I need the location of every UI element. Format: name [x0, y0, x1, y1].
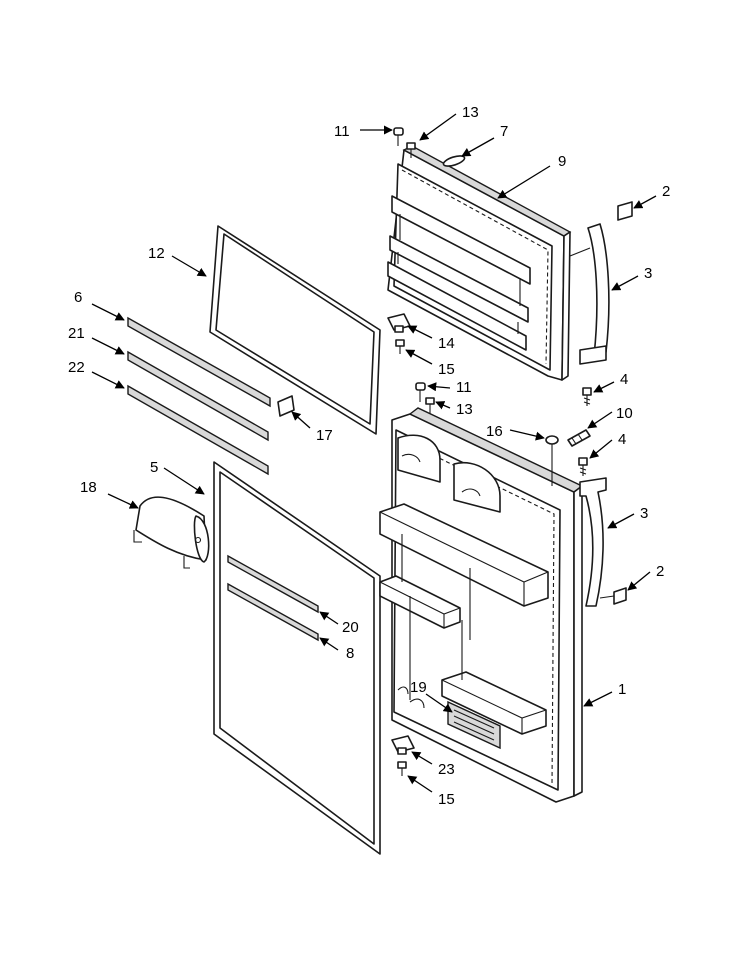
- hinge-bracket-part-2-top: [617, 201, 633, 221]
- label-plate-part-19: [447, 700, 501, 750]
- callout-4-mid: 4: [618, 431, 626, 448]
- callout-15-bottom: 15: [438, 791, 455, 808]
- trim-strip-part-22: [127, 384, 269, 476]
- callout-11-mid: 11: [456, 379, 472, 396]
- callout-1: 1: [618, 681, 626, 698]
- screw-part-4-top: [582, 387, 592, 406]
- door-stop-part-23: [391, 735, 415, 755]
- callout-3-lower: 3: [640, 505, 648, 522]
- trim-strip-part-8: [227, 582, 319, 642]
- screw-part-13-mid: [425, 397, 435, 414]
- callout-22: 22: [68, 359, 85, 376]
- callout-9: 9: [558, 153, 566, 170]
- callout-23: 23: [438, 761, 455, 778]
- callout-18: 18: [80, 479, 97, 496]
- plug-part-16: [545, 435, 559, 445]
- callout-19: 19: [410, 679, 427, 696]
- callout-labels: 11 13 7 9 2 3 12 6 21 22 14 15 4 11 13 1…: [68, 104, 670, 808]
- callout-3-top: 3: [644, 265, 652, 282]
- hinge-cover-part-7: [442, 155, 466, 167]
- callout-21: 21: [68, 325, 85, 342]
- callout-20: 20: [342, 619, 359, 636]
- callout-12: 12: [148, 245, 165, 262]
- screw-part-13-top: [406, 142, 416, 158]
- callout-13-mid: 13: [456, 401, 473, 418]
- screw-part-11-top: [393, 127, 404, 146]
- screw-part-11-mid: [415, 382, 426, 402]
- callout-6: 6: [74, 289, 82, 306]
- callout-14: 14: [438, 335, 455, 352]
- screw-part-15-bottom: [397, 761, 407, 776]
- trim-strip-part-6: [127, 316, 271, 408]
- screw-part-10: [567, 429, 591, 447]
- trim-strip-part-20: [227, 554, 319, 614]
- callout-7: 7: [500, 123, 508, 140]
- callout-15-top: 15: [438, 361, 455, 378]
- callout-17: 17: [316, 427, 333, 444]
- callout-16: 16: [486, 423, 503, 440]
- fresh-food-gasket-part-5: [213, 461, 381, 855]
- hinge-bracket-part-2-lower: [599, 587, 627, 605]
- leader-lines: [91, 113, 657, 793]
- callout-10: 10: [616, 405, 633, 422]
- callout-2-lower: 2: [656, 563, 664, 580]
- callout-5: 5: [150, 459, 158, 476]
- hinge-part-3-top: [569, 223, 610, 365]
- door-stop-part-14-top: [387, 313, 411, 333]
- callout-2-top: 2: [662, 183, 670, 200]
- callout-13-top: 13: [462, 104, 479, 121]
- callout-4-top: 4: [620, 371, 628, 388]
- freezer-door-part-9: [387, 145, 572, 381]
- callout-11-top: 11: [334, 123, 350, 140]
- trim-strip-part-21: [127, 350, 269, 442]
- callout-8: 8: [346, 645, 354, 662]
- dairy-door-part-18: [133, 496, 210, 569]
- screw-part-4-mid: [578, 457, 588, 476]
- hinge-part-3-lower: [579, 477, 607, 607]
- clip-part-17: [277, 395, 295, 417]
- freezer-gasket-part-12: [209, 225, 381, 435]
- screw-part-15-top: [395, 339, 405, 354]
